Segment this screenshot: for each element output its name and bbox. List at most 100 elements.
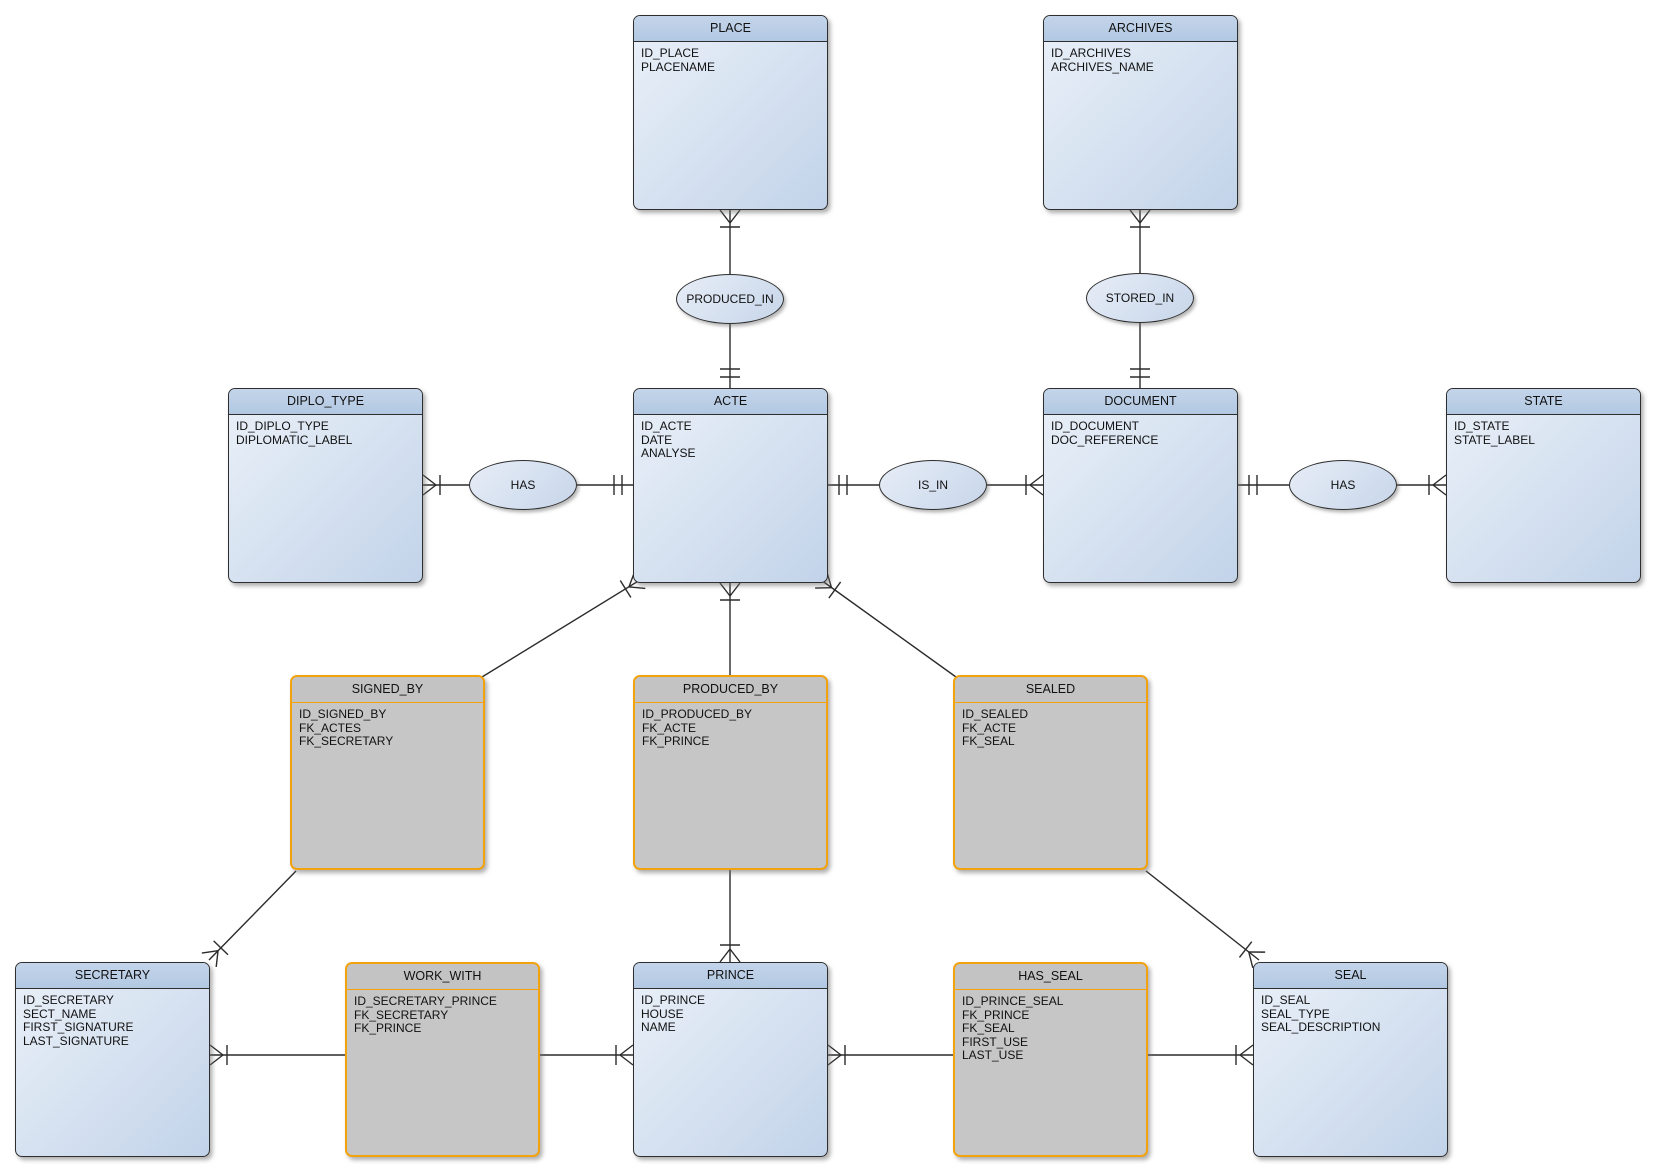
entity-attributes: ID_PRINCE_SEAL FK_PRINCE FK_SEAL FIRST_U… [955, 990, 1146, 1068]
attribute: SECT_NAME [23, 1006, 97, 1021]
relationship-label: HAS [510, 478, 536, 492]
attribute: FK_PRINCE [354, 1021, 422, 1035]
attribute: FK_ACTE [642, 720, 697, 735]
connector-has_seal-seal[interactable] [1148, 1044, 1254, 1066]
attribute: ID_SEAL [1261, 993, 1311, 1007]
attribute: LAST_USE [962, 1048, 1024, 1062]
attribute: SEAL_TYPE [1261, 1006, 1330, 1021]
entity-acte[interactable]: ACTE ID_ACTE DATE ANALYSE [633, 388, 828, 583]
connector-acte-produced_by[interactable] [719, 582, 741, 675]
connector-document-has-state[interactable] [1238, 474, 1447, 496]
attribute: FK_SECRETARY [299, 734, 394, 748]
attribute: FK_SECRETARY [354, 1007, 449, 1022]
association-signed-by[interactable]: SIGNED_BY ID_SIGNED_BY FK_ACTES FK_SECRE… [290, 675, 485, 870]
connector-place-produced_in-acte[interactable] [719, 209, 741, 388]
attribute: ID_PRINCE_SEAL [962, 994, 1064, 1008]
connector-diplo_type-has-acte[interactable] [422, 474, 633, 496]
entity-title: ACTE [634, 389, 827, 415]
entity-secretary[interactable]: SECRETARY ID_SECRETARY SECT_NAME FIRST_S… [15, 962, 210, 1157]
entity-title: PLACE [634, 16, 827, 42]
entity-attributes: ID_SIGNED_BY FK_ACTES FK_SECRETARY [292, 703, 483, 754]
entity-state[interactable]: STATE ID_STATE STATE_LABEL [1446, 388, 1641, 583]
association-sealed[interactable]: SEALED ID_SEALED FK_ACTE FK_SEAL [953, 675, 1148, 870]
attribute: ID_STATE [1454, 419, 1510, 433]
entity-attributes: ID_ARCHIVES ARCHIVES_NAME [1044, 42, 1237, 79]
entity-document[interactable]: DOCUMENT ID_DOCUMENT DOC_REFERENCE [1043, 388, 1238, 583]
attribute: ID_PLACE [641, 46, 700, 60]
attribute: ID_DIPLO_TYPE [236, 419, 329, 433]
entity-title: SIGNED_BY [292, 677, 483, 703]
attribute: ID_ACTE [641, 419, 692, 433]
entity-diplo-type[interactable]: DIPLO_TYPE ID_DIPLO_TYPE DIPLOMATIC_LABE… [228, 388, 423, 583]
connector-prince-has_seal[interactable] [827, 1044, 953, 1066]
attribute: DOC_REFERENCE [1051, 432, 1159, 447]
connector-acte-sealed[interactable] [814, 571, 957, 678]
attribute: FIRST_USE [962, 1034, 1029, 1049]
attribute: ID_PRODUCED_BY [642, 707, 753, 721]
entity-attributes: ID_DOCUMENT DOC_REFERENCE [1044, 415, 1237, 452]
attribute: HOUSE [641, 1006, 684, 1021]
relationship-has-diplo-type[interactable]: HAS [469, 460, 577, 510]
attribute: FK_PRINCE [962, 1007, 1030, 1022]
entity-title: SECRETARY [16, 963, 209, 989]
attribute: NAME [641, 1020, 676, 1034]
relationship-has-state[interactable]: HAS [1289, 460, 1397, 510]
relationship-label: IS_IN [917, 478, 948, 492]
connector-produced_by-prince[interactable] [719, 870, 741, 963]
attribute: FK_ACTES [299, 720, 362, 735]
connector-archives-stored_in-document[interactable] [1129, 209, 1151, 388]
entity-title: SEALED [955, 677, 1146, 703]
connector-acte-signed_by[interactable] [481, 570, 646, 678]
relationship-is-in[interactable]: IS_IN [879, 460, 987, 510]
attribute: ID_SECRETARY [23, 993, 114, 1007]
attribute: FIRST_SIGNATURE [23, 1020, 134, 1034]
entity-attributes: ID_SEAL SEAL_TYPE SEAL_DESCRIPTION [1254, 989, 1447, 1040]
attribute: ID_SIGNED_BY [299, 707, 387, 721]
entity-attributes: ID_PLACE PLACENAME [634, 42, 827, 79]
attribute: STATE_LABEL [1454, 432, 1535, 447]
attribute: FK_SEAL [962, 734, 1015, 748]
entity-attributes: ID_SECRETARY_PRINCE FK_SECRETARY FK_PRIN… [347, 990, 538, 1041]
relationship-produced-in[interactable]: PRODUCED_IN [676, 274, 784, 324]
connector-sealed-seal[interactable] [1145, 870, 1266, 969]
entity-title: SEAL [1254, 963, 1447, 989]
attribute: ID_PRINCE [641, 993, 706, 1007]
attribute: FK_PRINCE [642, 734, 710, 748]
entity-title: DIPLO_TYPE [229, 389, 422, 415]
association-produced-by[interactable]: PRODUCED_BY ID_PRODUCED_BY FK_ACTE FK_PR… [633, 675, 828, 870]
entity-attributes: ID_SECRETARY SECT_NAME FIRST_SIGNATURE L… [16, 989, 209, 1053]
connector-work_with-prince[interactable] [540, 1044, 634, 1066]
entity-attributes: ID_DIPLO_TYPE DIPLOMATIC_LABEL [229, 415, 422, 452]
connector-acte-is_in-document[interactable] [828, 474, 1044, 496]
entity-place[interactable]: PLACE ID_PLACE PLACENAME [633, 15, 828, 210]
attribute: DATE [641, 432, 673, 447]
entity-archives[interactable]: ARCHIVES ID_ARCHIVES ARCHIVES_NAME [1043, 15, 1238, 210]
entity-attributes: ID_PRINCE HOUSE NAME [634, 989, 827, 1040]
relationship-label: PRODUCED_IN [686, 292, 774, 306]
entity-title: PRODUCED_BY [635, 677, 826, 703]
connector-signed_by-secretary[interactable] [201, 870, 297, 968]
attribute: ARCHIVES_NAME [1051, 59, 1154, 74]
entity-title: HAS_SEAL [955, 964, 1146, 990]
attribute: FK_ACTE [962, 720, 1017, 735]
entity-seal[interactable]: SEAL ID_SEAL SEAL_TYPE SEAL_DESCRIPTION [1253, 962, 1448, 1157]
entity-prince[interactable]: PRINCE ID_PRINCE HOUSE NAME [633, 962, 828, 1157]
entity-attributes: ID_STATE STATE_LABEL [1447, 415, 1640, 452]
relationship-stored-in[interactable]: STORED_IN [1086, 273, 1194, 323]
relationship-label: HAS [1330, 478, 1356, 492]
entity-attributes: ID_SEALED FK_ACTE FK_SEAL [955, 703, 1146, 754]
entity-attributes: ID_ACTE DATE ANALYSE [634, 415, 827, 466]
attribute: ANALYSE [641, 446, 696, 460]
relationship-label: STORED_IN [1105, 291, 1175, 305]
association-work-with[interactable]: WORK_WITH ID_SECRETARY_PRINCE FK_SECRETA… [345, 962, 540, 1157]
attribute: LAST_SIGNATURE [23, 1033, 129, 1048]
attribute: SEAL_DESCRIPTION [1261, 1020, 1381, 1034]
attribute: ID_SECRETARY_PRINCE [354, 994, 497, 1008]
association-has-seal[interactable]: HAS_SEAL ID_PRINCE_SEAL FK_PRINCE FK_SEA… [953, 962, 1148, 1157]
entity-title: WORK_WITH [347, 964, 538, 990]
attribute: DIPLOMATIC_LABEL [236, 432, 353, 447]
connector-secretary-work_with[interactable] [209, 1044, 345, 1066]
entity-title: DOCUMENT [1044, 389, 1237, 415]
